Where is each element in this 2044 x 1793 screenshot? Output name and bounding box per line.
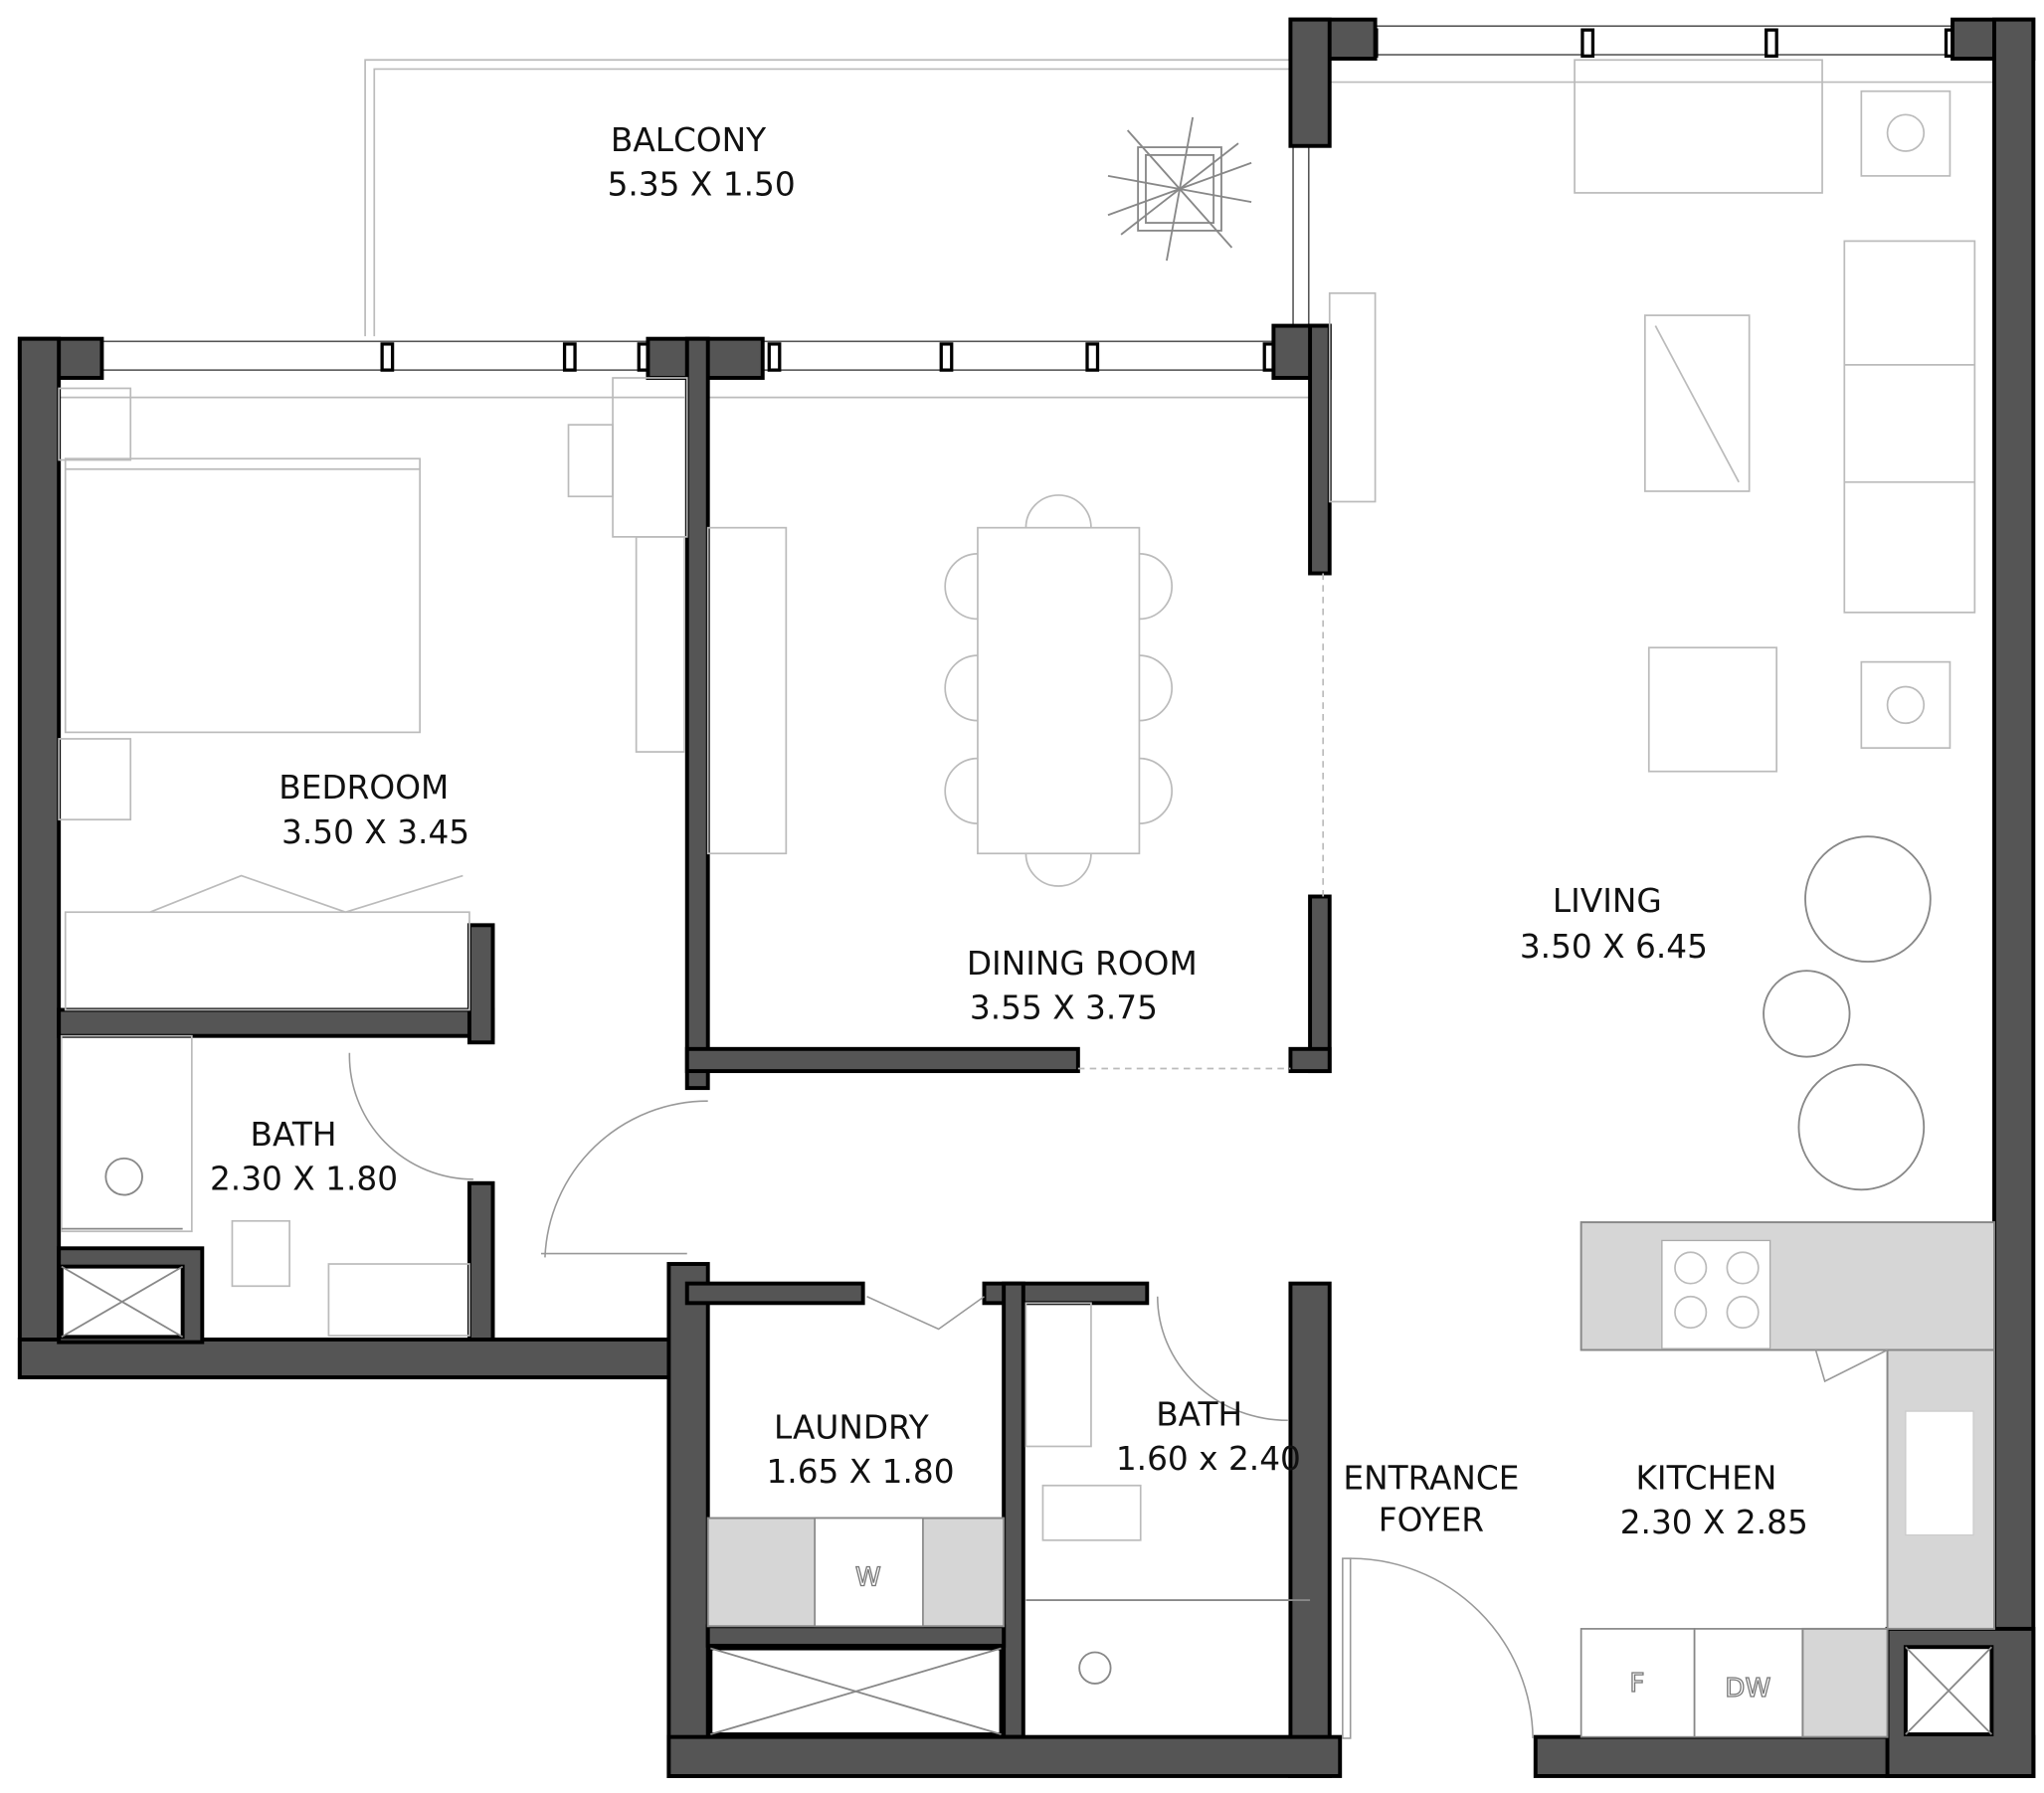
wardrobe — [64, 911, 470, 1011]
entrance-door[interactable] — [1342, 1557, 1534, 1739]
plant-icon — [1107, 116, 1252, 262]
sectional-sofa — [1843, 240, 1976, 614]
kitchen-label: KITCHEN — [1635, 1460, 1776, 1498]
dining-table — [977, 526, 1141, 855]
entrance-label: ENTRANCE — [1343, 1460, 1519, 1498]
windows — [59, 25, 1994, 399]
bedroom-furniture — [58, 377, 688, 1011]
balcony-label: BALCONY — [611, 121, 767, 159]
kitchen-size: 2.30 X 2.85 — [1620, 1504, 1808, 1541]
living-furniture — [1328, 59, 1976, 1191]
bath-size: 2.30 X 1.80 — [210, 1160, 398, 1197]
dishwasher-label: DW — [1725, 1674, 1770, 1703]
bath-fixtures — [60, 1034, 708, 1337]
sink — [1905, 1410, 1974, 1536]
cooktop — [1661, 1239, 1771, 1349]
foyer-label: FOYER — [1379, 1502, 1484, 1539]
balcony-size: 5.35 X 1.50 — [608, 166, 796, 204]
laundry-fixtures: W — [706, 1296, 1006, 1628]
bath2-label: BATH — [1156, 1395, 1242, 1433]
living-size: 3.50 X 6.45 — [1520, 928, 1708, 966]
bed — [64, 457, 421, 734]
room-labels: BALCONY 5.35 X 1.50 BEDROOM 3.50 X 3.45 … — [210, 121, 1808, 1541]
dining-room-label: DINING ROOM — [967, 945, 1198, 983]
armchair — [1797, 1063, 1926, 1191]
laundry-label: LAUNDRY — [774, 1409, 930, 1447]
bedroom-size: 3.50 X 3.45 — [281, 813, 469, 851]
bedroom-label: BEDROOM — [279, 769, 449, 807]
balcony — [364, 59, 1291, 337]
shafts — [59, 1264, 1994, 1737]
dining-furniture — [706, 494, 1325, 1070]
fridge-label: F — [1629, 1669, 1644, 1699]
bath2-fixtures — [1024, 1296, 1311, 1685]
living-label: LIVING — [1553, 882, 1662, 920]
armchair — [1804, 835, 1932, 963]
sofa — [1574, 59, 1823, 194]
bath2-size: 1.60 x 2.40 — [1116, 1440, 1301, 1478]
bath-label: BATH — [251, 1116, 337, 1154]
laundry-size: 1.65 X 1.80 — [766, 1453, 954, 1491]
coffee-table — [1643, 314, 1751, 492]
kitchen-fixtures: F DW — [1579, 1221, 1995, 1738]
dining-room-size: 3.55 X 3.75 — [970, 989, 1158, 1027]
washer-label: W — [855, 1563, 881, 1593]
